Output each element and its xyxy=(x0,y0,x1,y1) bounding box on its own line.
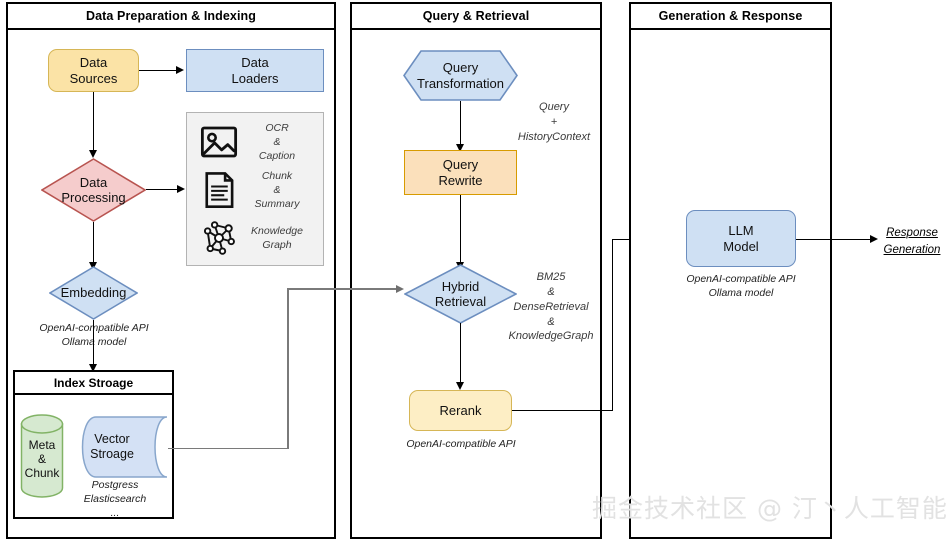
output-response-line2: Generation xyxy=(883,243,941,256)
lane-title-query-retrieval: Query & Retrieval xyxy=(352,4,600,30)
node-data-loaders[interactable]: Data Loaders xyxy=(186,49,324,92)
node-llm-model-label: LLM Model xyxy=(723,223,759,254)
edge-processing-to-panel-arrow xyxy=(177,185,185,193)
node-vector-storage-label: Vector Stroage xyxy=(90,432,134,461)
edge-vector-to-hybrid-seg1 xyxy=(287,288,289,449)
node-rerank-label: Rerank xyxy=(439,402,482,418)
node-query-rewrite-label: Query Rewrite xyxy=(438,157,483,188)
caption-llm-note: OpenAI-compatible API Ollama model xyxy=(686,273,796,300)
caption-rerank-note: OpenAI-compatible API xyxy=(406,438,516,450)
panel-row-chunk-label: Chunk & Summary xyxy=(254,169,300,211)
node-data-processing[interactable]: Data Processing xyxy=(41,158,146,222)
output-response-line1: Response xyxy=(886,227,938,239)
node-query-rewrite[interactable]: Query Rewrite xyxy=(404,150,517,195)
edge-sources-to-loaders xyxy=(139,70,181,72)
node-data-loaders-label: Data Loaders xyxy=(231,55,279,86)
caption-embedding-note: OpenAI-compatible API Ollama model xyxy=(39,322,149,349)
caption-query-edge: Query + HistoryContext xyxy=(517,101,591,143)
node-hybrid-retrieval-label: Hybrid Retrieval xyxy=(434,278,487,309)
edge-processing-to-panel xyxy=(146,189,182,191)
edge-qt-to-rewrite xyxy=(460,101,462,147)
panel-row-ocr: OCR & Caption xyxy=(198,119,316,165)
caption-retrieval-edge: BM25 & DenseRetrieval & KnowledgeGraph xyxy=(508,271,594,343)
edge-vector-to-hybrid-seg3 xyxy=(287,288,400,290)
node-query-transformation-label: Query Transformation xyxy=(417,60,504,91)
output-response-generation: Response Generation xyxy=(874,225,950,258)
edge-sources-to-loaders-arrow xyxy=(176,65,184,74)
node-hybrid-retrieval[interactable]: Hybrid Retrieval xyxy=(404,264,517,324)
tape-shape xyxy=(81,416,168,478)
edge-sources-to-processing-arrow xyxy=(89,150,97,158)
cylinder-shape xyxy=(20,414,64,498)
edge-processing-to-embedding xyxy=(93,222,95,264)
node-query-transformation[interactable]: Query Transformation xyxy=(403,50,518,101)
edge-llm-to-response xyxy=(796,239,875,241)
edge-llm-to-response-arrow xyxy=(870,234,878,243)
node-vector-storage[interactable]: Vector Stroage xyxy=(72,416,168,478)
diamond-shape xyxy=(49,266,138,320)
image-icon xyxy=(200,126,238,158)
edge-embedding-to-index xyxy=(93,320,95,368)
node-data-processing-label: Data Processing xyxy=(61,174,126,205)
edge-rewrite-to-hybrid xyxy=(460,195,462,265)
panel-row-knowledge-graph-label: Knowledge Graph xyxy=(251,224,303,251)
index-storage-title: Index Stroage xyxy=(15,372,172,395)
panel-row-knowledge-graph: Knowledge Graph xyxy=(198,215,316,261)
node-llm-model[interactable]: LLM Model xyxy=(686,210,796,267)
edge-rerank-to-llm-seg2 xyxy=(611,239,613,411)
panel-row-ocr-label: OCR & Caption xyxy=(258,121,296,163)
lane-title-data-preparation: Data Preparation & Indexing xyxy=(8,4,334,30)
node-rerank[interactable]: Rerank xyxy=(409,390,512,431)
lane-title-generation-response: Generation & Response xyxy=(631,4,830,30)
panel-row-chunk: Chunk & Summary xyxy=(198,167,316,213)
edge-hybrid-to-rerank-arrow xyxy=(456,382,464,390)
hexagon-shape xyxy=(403,50,518,101)
knowledge-graph-icon xyxy=(203,221,235,255)
node-embedding-label: Embedding xyxy=(60,285,127,301)
node-meta-chunk[interactable]: Meta & Chunk xyxy=(20,414,64,498)
edge-hybrid-to-rerank xyxy=(460,323,462,385)
caption-vector-backends: Postgress Elasticsearch ... xyxy=(83,479,147,520)
node-data-sources[interactable]: Data Sources xyxy=(48,49,139,92)
edge-vector-to-hybrid-arrow xyxy=(396,284,404,293)
lane-generation-response: Generation & Response xyxy=(629,2,832,539)
node-data-sources-label: Data Sources xyxy=(69,55,118,86)
node-meta-chunk-label: Meta & Chunk xyxy=(24,438,60,480)
edge-rerank-to-llm-seg1 xyxy=(512,410,613,412)
edge-embedding-to-index-arrow xyxy=(89,364,97,372)
watermark: 掘金技术社区 @ 汀丶人工智能 xyxy=(592,494,948,523)
edge-processing-to-embedding-arrow xyxy=(89,262,97,270)
node-embedding[interactable]: Embedding xyxy=(49,266,138,320)
edge-vector-to-hybrid-seg2 xyxy=(168,447,288,450)
diamond-shape xyxy=(41,158,146,222)
edge-sources-to-processing xyxy=(93,92,95,152)
edge-qt-to-rewrite-arrow xyxy=(456,144,464,152)
document-icon xyxy=(205,172,234,208)
